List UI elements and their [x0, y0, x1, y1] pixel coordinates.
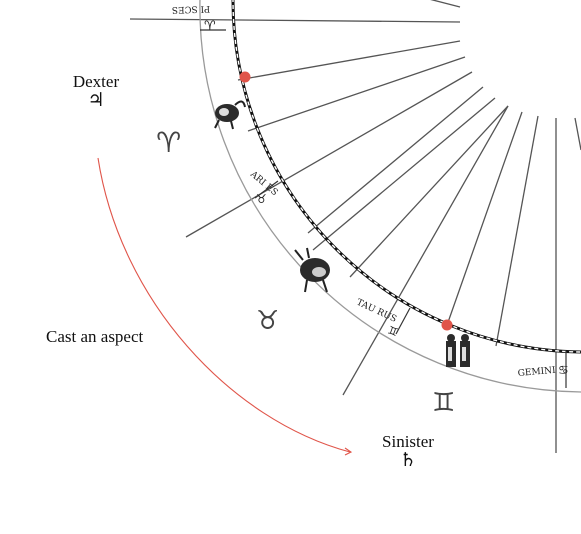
sinister-planet-marker[interactable] [441, 319, 453, 331]
svg-text:♋: ♋ [558, 363, 569, 377]
house-division-lines [129, 0, 581, 453]
aries-sign-icon: ♈ [156, 126, 182, 159]
ray-line [349, 105, 509, 278]
sinister-label: Sinister ♄ [370, 433, 446, 471]
gemini-sign-icon: ♊ [432, 388, 456, 418]
ray-line [342, 105, 509, 396]
ray-line [247, 56, 466, 132]
inner-ring-dashes [232, 0, 581, 353]
aspect-arc [97, 157, 351, 453]
ray-line [307, 86, 484, 234]
ray-line [495, 115, 539, 347]
ray-line [430, 0, 461, 8]
svg-text:♊: ♊ [386, 324, 400, 340]
bull-figure-icon [294, 247, 330, 293]
ray-line [237, 40, 461, 81]
jupiter-icon: ♃ [87, 88, 105, 111]
dexter-name: Dexter [72, 72, 120, 91]
ray-line [129, 18, 461, 23]
cast-aspect-label: Cast an aspect [46, 327, 144, 346]
ring-label-pisces: PI SCES [172, 3, 211, 14]
taurus-sign-icon: ♉ [256, 306, 280, 336]
svg-text:♉: ♉ [256, 192, 267, 206]
ray-line [185, 71, 473, 238]
band-divider [254, 180, 279, 199]
band-divider [395, 307, 411, 335]
dexter-planet-marker[interactable] [239, 71, 251, 83]
sinister-name: Sinister [382, 432, 434, 451]
ring-label-gemini: GEMINI [517, 366, 556, 379]
inner-ring-border [231, 0, 581, 354]
twins-figure-icon [446, 334, 470, 367]
ray-line [445, 111, 523, 329]
ray-line [574, 117, 581, 151]
ram-figure-icon [214, 100, 246, 130]
ray-line [312, 97, 496, 251]
svg-text:♈: ♈ [204, 19, 216, 34]
aspect-arrowhead [344, 447, 353, 456]
dexter-label: Dexter ♃ [60, 73, 132, 111]
saturn-icon: ♄ [399, 448, 417, 471]
pisces-figure-icon: PI SCES ♈ [172, 3, 216, 34]
